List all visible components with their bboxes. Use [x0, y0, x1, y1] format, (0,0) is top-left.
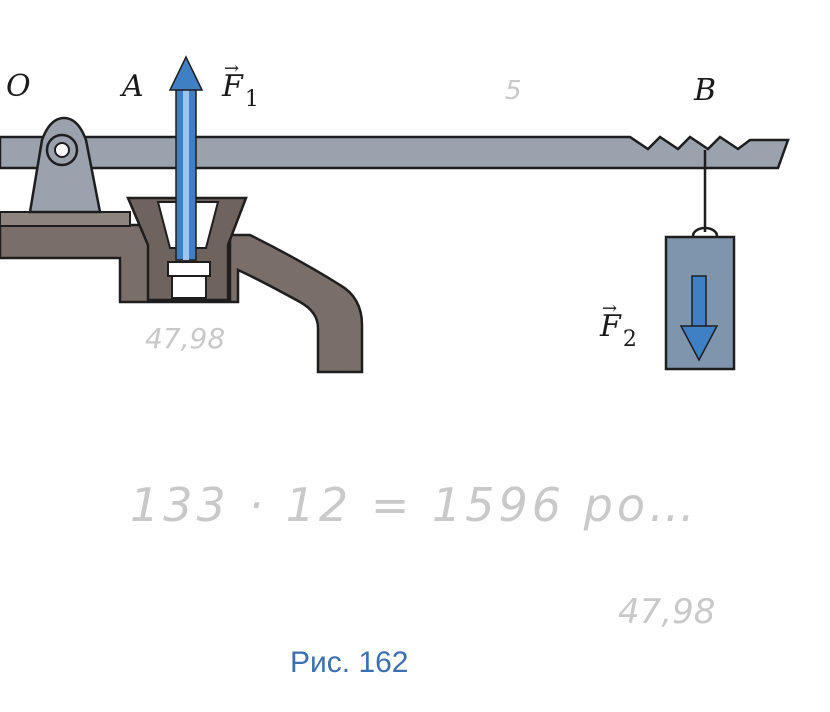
handwritten-note: 5 — [505, 76, 522, 106]
vector-arrow-mark: → — [602, 298, 618, 319]
lever-bar — [0, 135, 790, 170]
force-f2-arrow — [679, 275, 719, 362]
label-point-o: O — [6, 69, 31, 104]
handwritten-note: 47,98 — [618, 592, 716, 632]
force-f1-arrow — [168, 55, 204, 261]
label-force-f1: → F1 — [222, 60, 259, 111]
label-point-b: B — [694, 73, 717, 108]
pivot-support — [28, 116, 102, 214]
label-force-f2: → F2 — [600, 300, 637, 351]
force-f1-subscript: 1 — [244, 87, 259, 112]
force-f2-subscript: 2 — [622, 327, 637, 352]
handwritten-note: 47,98 — [145, 322, 226, 355]
force-f1-letter: F — [222, 69, 243, 104]
vector-arrow-mark: → — [224, 58, 240, 79]
force-f2-letter: F — [600, 309, 621, 344]
figure-caption: Рис. 162 — [290, 646, 409, 679]
label-point-a: A — [122, 69, 144, 104]
handwritten-note: 133 · 12 = 1596 po… — [130, 478, 700, 532]
